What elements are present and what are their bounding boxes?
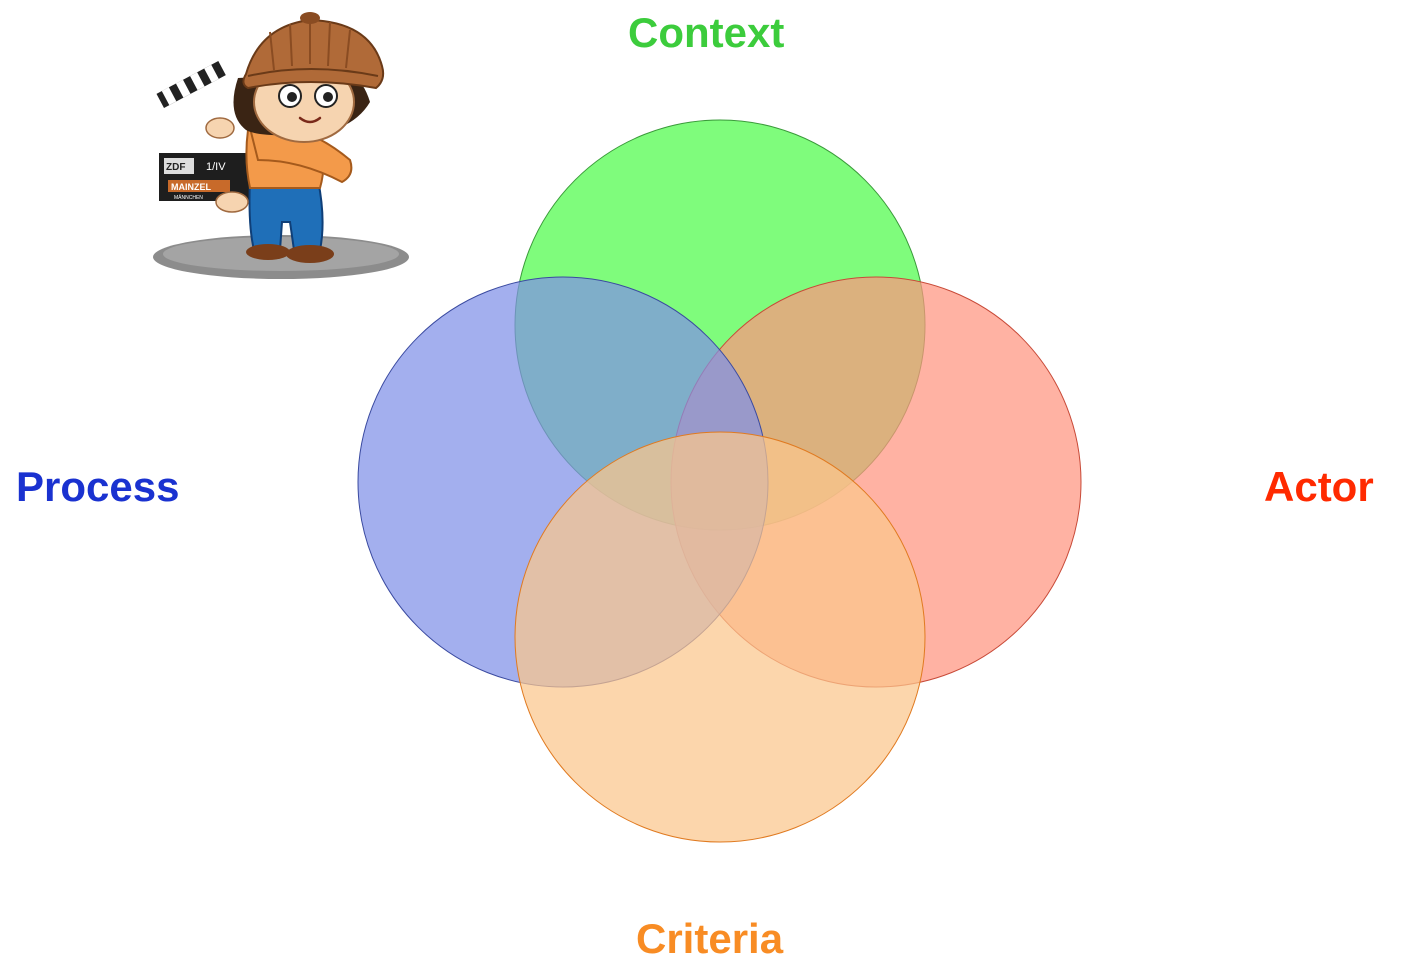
- criteria-circle: [514, 431, 926, 843]
- criteria-label: Criteria: [636, 915, 784, 962]
- svg-text:ZDF: ZDF: [166, 162, 185, 173]
- context-label: Context: [628, 9, 785, 56]
- actor-label: Actor: [1264, 463, 1374, 510]
- svg-text:MÄNNCHEN: MÄNNCHEN: [174, 194, 203, 201]
- mascot-with-clapperboard-icon: ZDF 1/IV MAINZEL MÄNNCHEN: [153, 12, 409, 279]
- process-label: Process: [16, 463, 180, 510]
- svg-text:1/IV: 1/IV: [206, 161, 226, 173]
- svg-text:MAINZEL: MAINZEL: [171, 182, 211, 192]
